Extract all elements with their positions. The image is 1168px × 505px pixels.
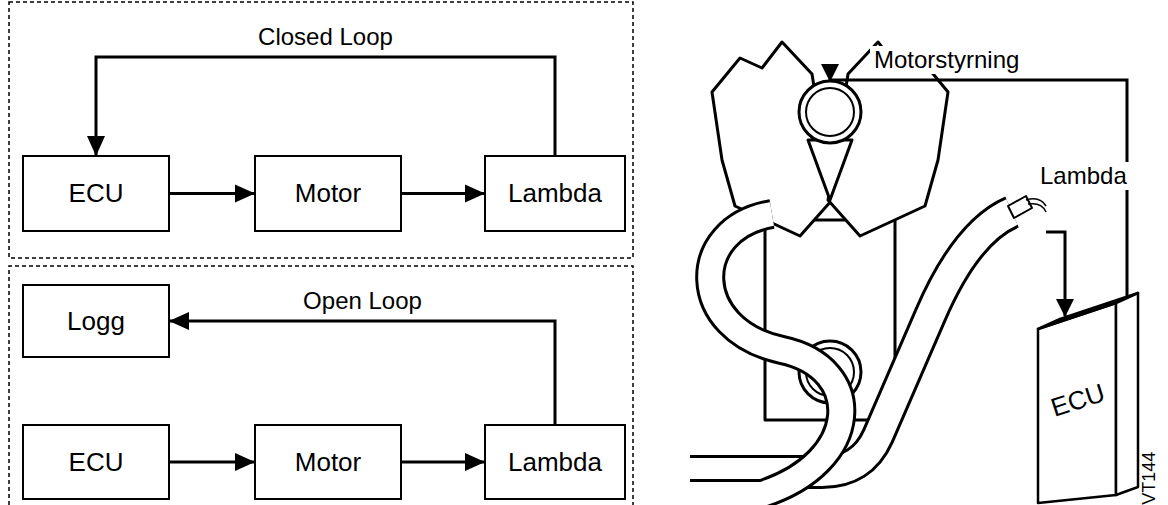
node-text: Lambda [508, 178, 602, 209]
flow-arrow [170, 321, 555, 424]
part-label: Motorstyrning [870, 46, 1023, 74]
dashed-panel [9, 266, 633, 505]
node-text: ECU [69, 178, 124, 209]
part-label: Lambda [1036, 162, 1131, 190]
process-box: ECU [22, 424, 170, 500]
flow-arrow [402, 192, 484, 195]
node-text: Logg [67, 306, 125, 337]
node-text: Lambda [508, 447, 602, 478]
dashed-panel [9, 2, 633, 258]
process-box: Lambda [484, 424, 626, 500]
flow-arrow [170, 461, 254, 464]
node-text: Motor [295, 447, 361, 478]
figure-code: VT144 [1140, 447, 1161, 505]
process-box: Motor [254, 155, 402, 232]
process-box: Logg [22, 284, 170, 358]
flow-arrow [96, 57, 555, 155]
process-box: Lambda [484, 155, 626, 232]
process-box: Motor [254, 424, 402, 500]
ecu-box: ECU [1030, 265, 1140, 505]
node-text: ECU [69, 447, 124, 478]
node-text: Motor [295, 178, 361, 209]
signal-line [1046, 232, 1065, 316]
edge-label: Open Loop [299, 287, 426, 315]
process-box: ECU [22, 155, 170, 232]
engine-drawing [688, 42, 1046, 494]
flow-arrow [170, 192, 254, 195]
flow-arrow [402, 461, 484, 464]
edge-label: Closed Loop [254, 23, 397, 51]
